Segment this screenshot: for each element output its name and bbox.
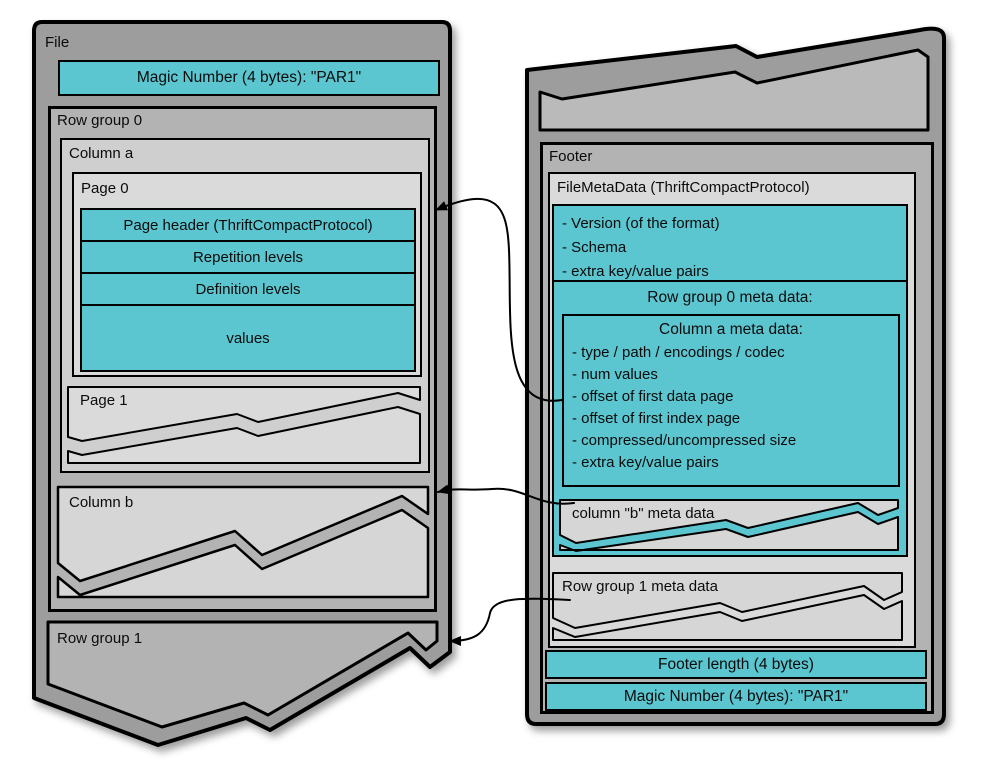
page-1-torn-box: [67, 386, 421, 442]
magic-number-top-bar: Magic Number (4 bytes): "PAR1": [58, 60, 440, 96]
footer-length-bar: Footer length (4 bytes): [545, 650, 927, 679]
repetition-levels-cell: Repetition levels: [82, 242, 414, 274]
column-a-meta-title: Column a meta data:: [659, 321, 803, 338]
column-b-meta-title: column "b" meta data: [572, 505, 715, 522]
field-extra-kv: - extra key/value pairs: [562, 263, 709, 280]
file-metadata-fields-box: - Version (of the format) - Schema - ext…: [552, 204, 908, 282]
field-version: - Version (of the format): [562, 215, 720, 232]
page-header-cell: Page header (ThriftCompactProtocol): [82, 210, 414, 242]
row-group-1-meta-torn-sliver: [552, 594, 903, 641]
definition-levels-cell: Definition levels: [82, 274, 414, 306]
column-a-title: Column a: [69, 145, 134, 162]
meta-field-extra-kv: - extra key/value pairs: [572, 454, 719, 471]
file-panel-title: File: [45, 34, 70, 51]
meta-field-offset-index-page: - offset of first index page: [572, 410, 741, 427]
column-b-meta-torn-box: [559, 499, 899, 544]
file-metadata-title: FileMetaData (ThriftCompactProtocol): [557, 179, 810, 196]
row-group-1-torn-box: [46, 620, 439, 729]
footer-title: Footer: [549, 148, 593, 165]
column-b-torn-sliver: [56, 508, 430, 599]
column-b-meta-torn-sliver: [559, 511, 899, 552]
meta-field-compressed-size: - compressed/uncompressed size: [572, 432, 797, 449]
column-a-meta-box: Column a meta data: - type / path / enco…: [562, 314, 900, 487]
row-group-0-meta-title: Row group 0 meta data:: [647, 289, 813, 306]
page-1-torn-sliver: [67, 406, 421, 464]
footer-panel-torn-band: [538, 48, 930, 132]
row-group-1-title: Row group 1: [57, 630, 143, 647]
meta-field-type-path: - type / path / encodings / codec: [572, 344, 785, 361]
field-schema: - Schema: [562, 239, 627, 256]
column-b-torn-box: [56, 485, 430, 583]
page-0-title: Page 0: [81, 180, 129, 197]
row-group-0-title: Row group 0: [57, 112, 143, 129]
row-group-1-meta-title: Row group 1 meta data: [562, 578, 718, 595]
meta-field-offset-data-page: - offset of first data page: [572, 388, 734, 405]
meta-field-num-values: - num values: [572, 366, 658, 383]
magic-number-bottom-bar: Magic Number (4 bytes): "PAR1": [545, 682, 927, 711]
page-1-title: Page 1: [80, 392, 128, 409]
column-b-title: Column b: [69, 494, 134, 511]
values-cell: values: [226, 329, 270, 347]
page-0-content-stack: Page header (ThriftCompactProtocol) Repe…: [80, 208, 416, 372]
